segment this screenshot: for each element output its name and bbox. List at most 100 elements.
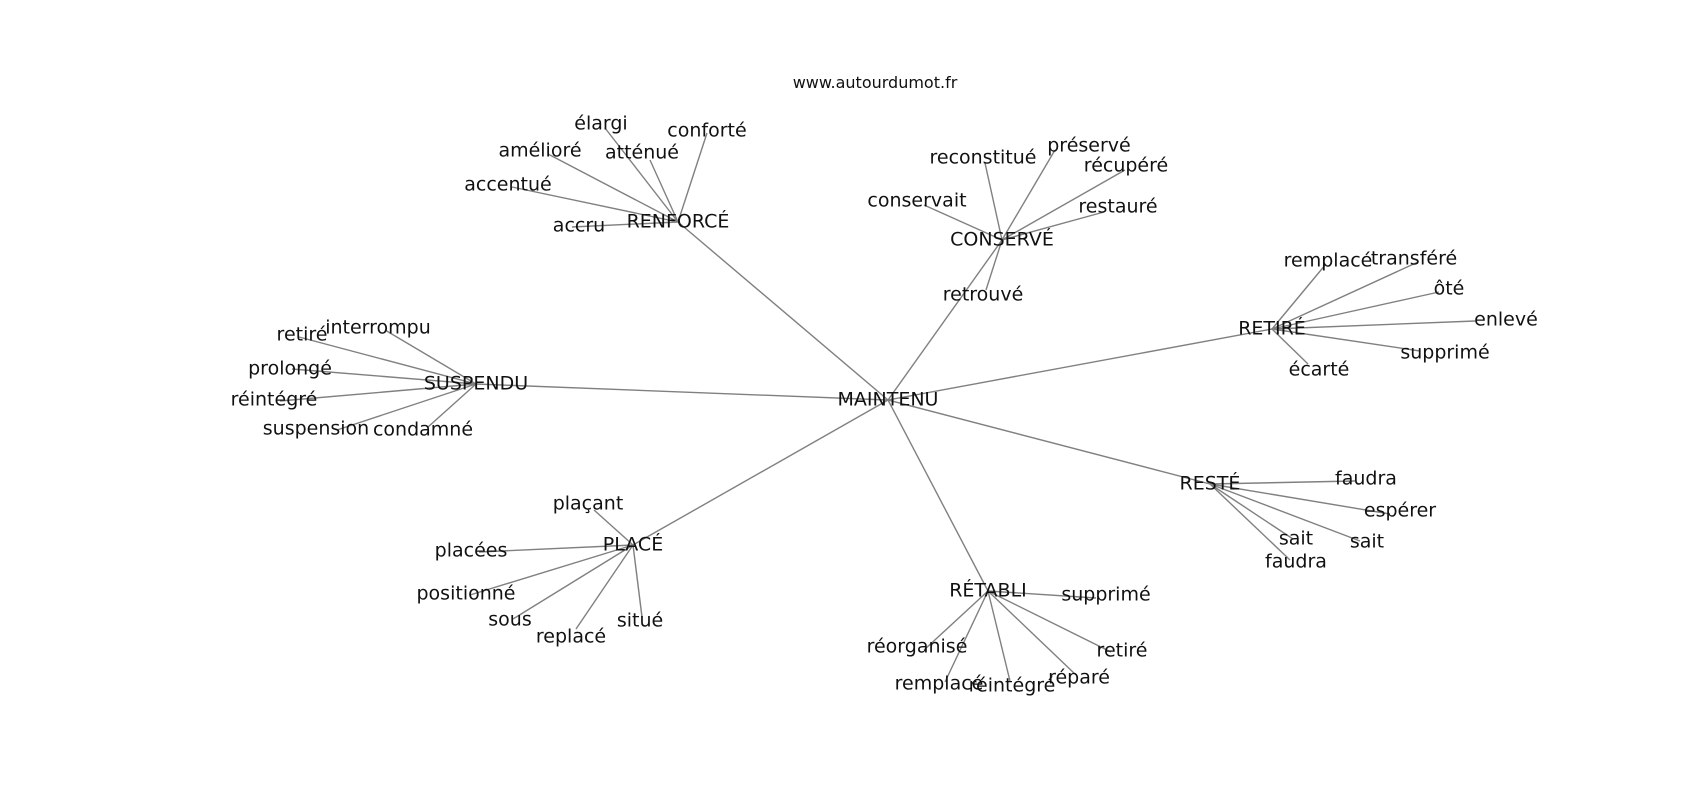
leaf-node-label: sait	[1279, 528, 1313, 550]
leaf-node-label: accru	[553, 215, 605, 237]
leaf-node-label: réintégré	[969, 675, 1056, 697]
edge-hub-leaf	[987, 590, 1112, 653]
edge-hub-leaf	[511, 186, 679, 223]
leaf-node-label: prolongé	[248, 358, 332, 380]
hub-node-label: SUSPENDU	[424, 373, 528, 395]
edge-hub-leaf	[1271, 291, 1440, 330]
leaf-node-label: accentué	[464, 174, 551, 196]
leaf-node-label: interrompu	[325, 317, 431, 339]
edge-hub-leaf	[478, 544, 634, 553]
leaf-node-label: reconstitué	[929, 147, 1036, 169]
leaf-node-label: positionné	[417, 583, 516, 605]
edge-hub-leaf	[1209, 483, 1291, 561]
hub-node-label: RENFORCÉ	[627, 210, 730, 233]
leaf-node-label: plaçant	[553, 493, 624, 515]
edge-hub-leaf	[1001, 211, 1105, 241]
leaf-node-label: faudra	[1335, 468, 1397, 490]
edge-hub-leaf	[291, 368, 477, 385]
leaf-node-label: conforté	[667, 120, 746, 142]
leaf-node-label: récupéré	[1084, 155, 1168, 177]
edge-hub-leaf	[677, 132, 708, 223]
leaf-node-label: retrouvé	[943, 284, 1024, 306]
hub-node-label: RESTÉ	[1180, 472, 1241, 495]
graph-edges	[279, 127, 1476, 683]
leaf-node-label: supprimé	[1400, 342, 1489, 364]
edge-hub-leaf	[1209, 483, 1391, 515]
edge-hub-leaf	[512, 544, 634, 620]
edge-hub-leaf	[1271, 320, 1476, 330]
leaf-node-label: réintégré	[231, 389, 318, 411]
edge-hub-leaf	[987, 590, 1011, 682]
leaf-node-label: remplacé	[1284, 250, 1373, 272]
leaf-node-label: transféré	[1371, 248, 1457, 270]
leaf-node-label: retiré	[277, 324, 328, 346]
edge-hub-leaf	[427, 383, 477, 428]
edge-hub-leaf	[1001, 149, 1056, 241]
leaf-node-label: faudra	[1265, 551, 1327, 573]
edge-hub-leaf	[923, 204, 1003, 241]
leaf-node-label: sous	[488, 609, 531, 631]
edge-center-hub	[887, 328, 1273, 401]
leaf-node-label: retiré	[1097, 640, 1148, 662]
hub-node-label: CONSERVÉ	[950, 228, 1054, 251]
edge-hub-leaf	[1271, 328, 1421, 352]
leaf-node-label: placées	[435, 540, 508, 562]
leaf-node-label: enlevé	[1474, 309, 1538, 331]
edge-center-hub	[632, 399, 889, 546]
leaf-node-label: supprimé	[1061, 584, 1150, 606]
leaf-node-label: conservait	[867, 190, 966, 212]
leaf-node-label: espérer	[1364, 500, 1436, 522]
edge-hub-leaf	[632, 544, 643, 618]
edge-hub-leaf	[1271, 328, 1309, 365]
edge-hub-leaf	[298, 336, 477, 385]
edge-hub-leaf	[1001, 169, 1126, 241]
leaf-node-label: replacé	[536, 626, 606, 648]
leaf-node-label: préservé	[1047, 135, 1130, 157]
center-node-label: MAINTENU	[838, 389, 939, 411]
edge-hub-leaf	[575, 544, 634, 630]
edge-hub-leaf	[384, 329, 477, 385]
leaf-node-label: restauré	[1078, 196, 1157, 218]
hub-node-label: PLACÉ	[603, 533, 663, 556]
edge-center-hub	[475, 383, 889, 401]
edge-hub-leaf	[547, 153, 679, 223]
edge-hub-leaf	[1209, 480, 1356, 485]
edge-center-hub	[887, 239, 1003, 401]
edge-hub-leaf	[1209, 483, 1361, 542]
edge-hub-leaf	[987, 590, 1097, 599]
leaf-node-label: remplacé	[895, 673, 984, 695]
leaf-node-label: amélioré	[498, 140, 581, 162]
edge-hub-leaf	[923, 590, 989, 651]
hub-node-label: RÉTABLI	[949, 579, 1027, 602]
edge-hub-leaf	[593, 509, 634, 546]
hub-node-label: RETIRÉ	[1238, 317, 1306, 340]
edge-hub-leaf	[604, 127, 679, 223]
edge-hub-leaf	[1271, 261, 1419, 330]
edge-center-hub	[677, 221, 889, 401]
edge-center-hub	[887, 399, 1211, 485]
leaf-node-label: condamné	[373, 419, 473, 441]
edge-hub-leaf	[336, 383, 477, 431]
edge-hub-leaf	[571, 221, 679, 228]
edge-hub-leaf	[985, 239, 1003, 291]
leaf-node-label: atténué	[605, 142, 679, 164]
edge-hub-leaf	[944, 590, 989, 683]
leaf-node-label: situé	[617, 610, 663, 632]
leaf-node-label: suspension	[263, 418, 369, 440]
edge-hub-leaf	[1271, 263, 1327, 330]
edge-hub-leaf	[987, 590, 1076, 675]
leaf-node-label: ôté	[1434, 278, 1465, 300]
edge-hub-leaf	[1209, 483, 1294, 540]
leaf-node-label: sait	[1350, 531, 1384, 553]
leaf-node-label: réparé	[1048, 667, 1110, 689]
leaf-node-label: élargi	[574, 113, 627, 135]
edge-hub-leaf	[279, 383, 477, 402]
leaf-node-label: réorganisé	[867, 636, 968, 658]
edge-center-hub	[887, 399, 989, 592]
edge-hub-leaf	[469, 544, 634, 596]
leaf-node-label: écarté	[1289, 359, 1350, 381]
site-caption: www.autourdumot.fr	[793, 73, 958, 92]
edge-hub-leaf	[984, 162, 1003, 241]
edge-hub-leaf	[649, 159, 679, 223]
